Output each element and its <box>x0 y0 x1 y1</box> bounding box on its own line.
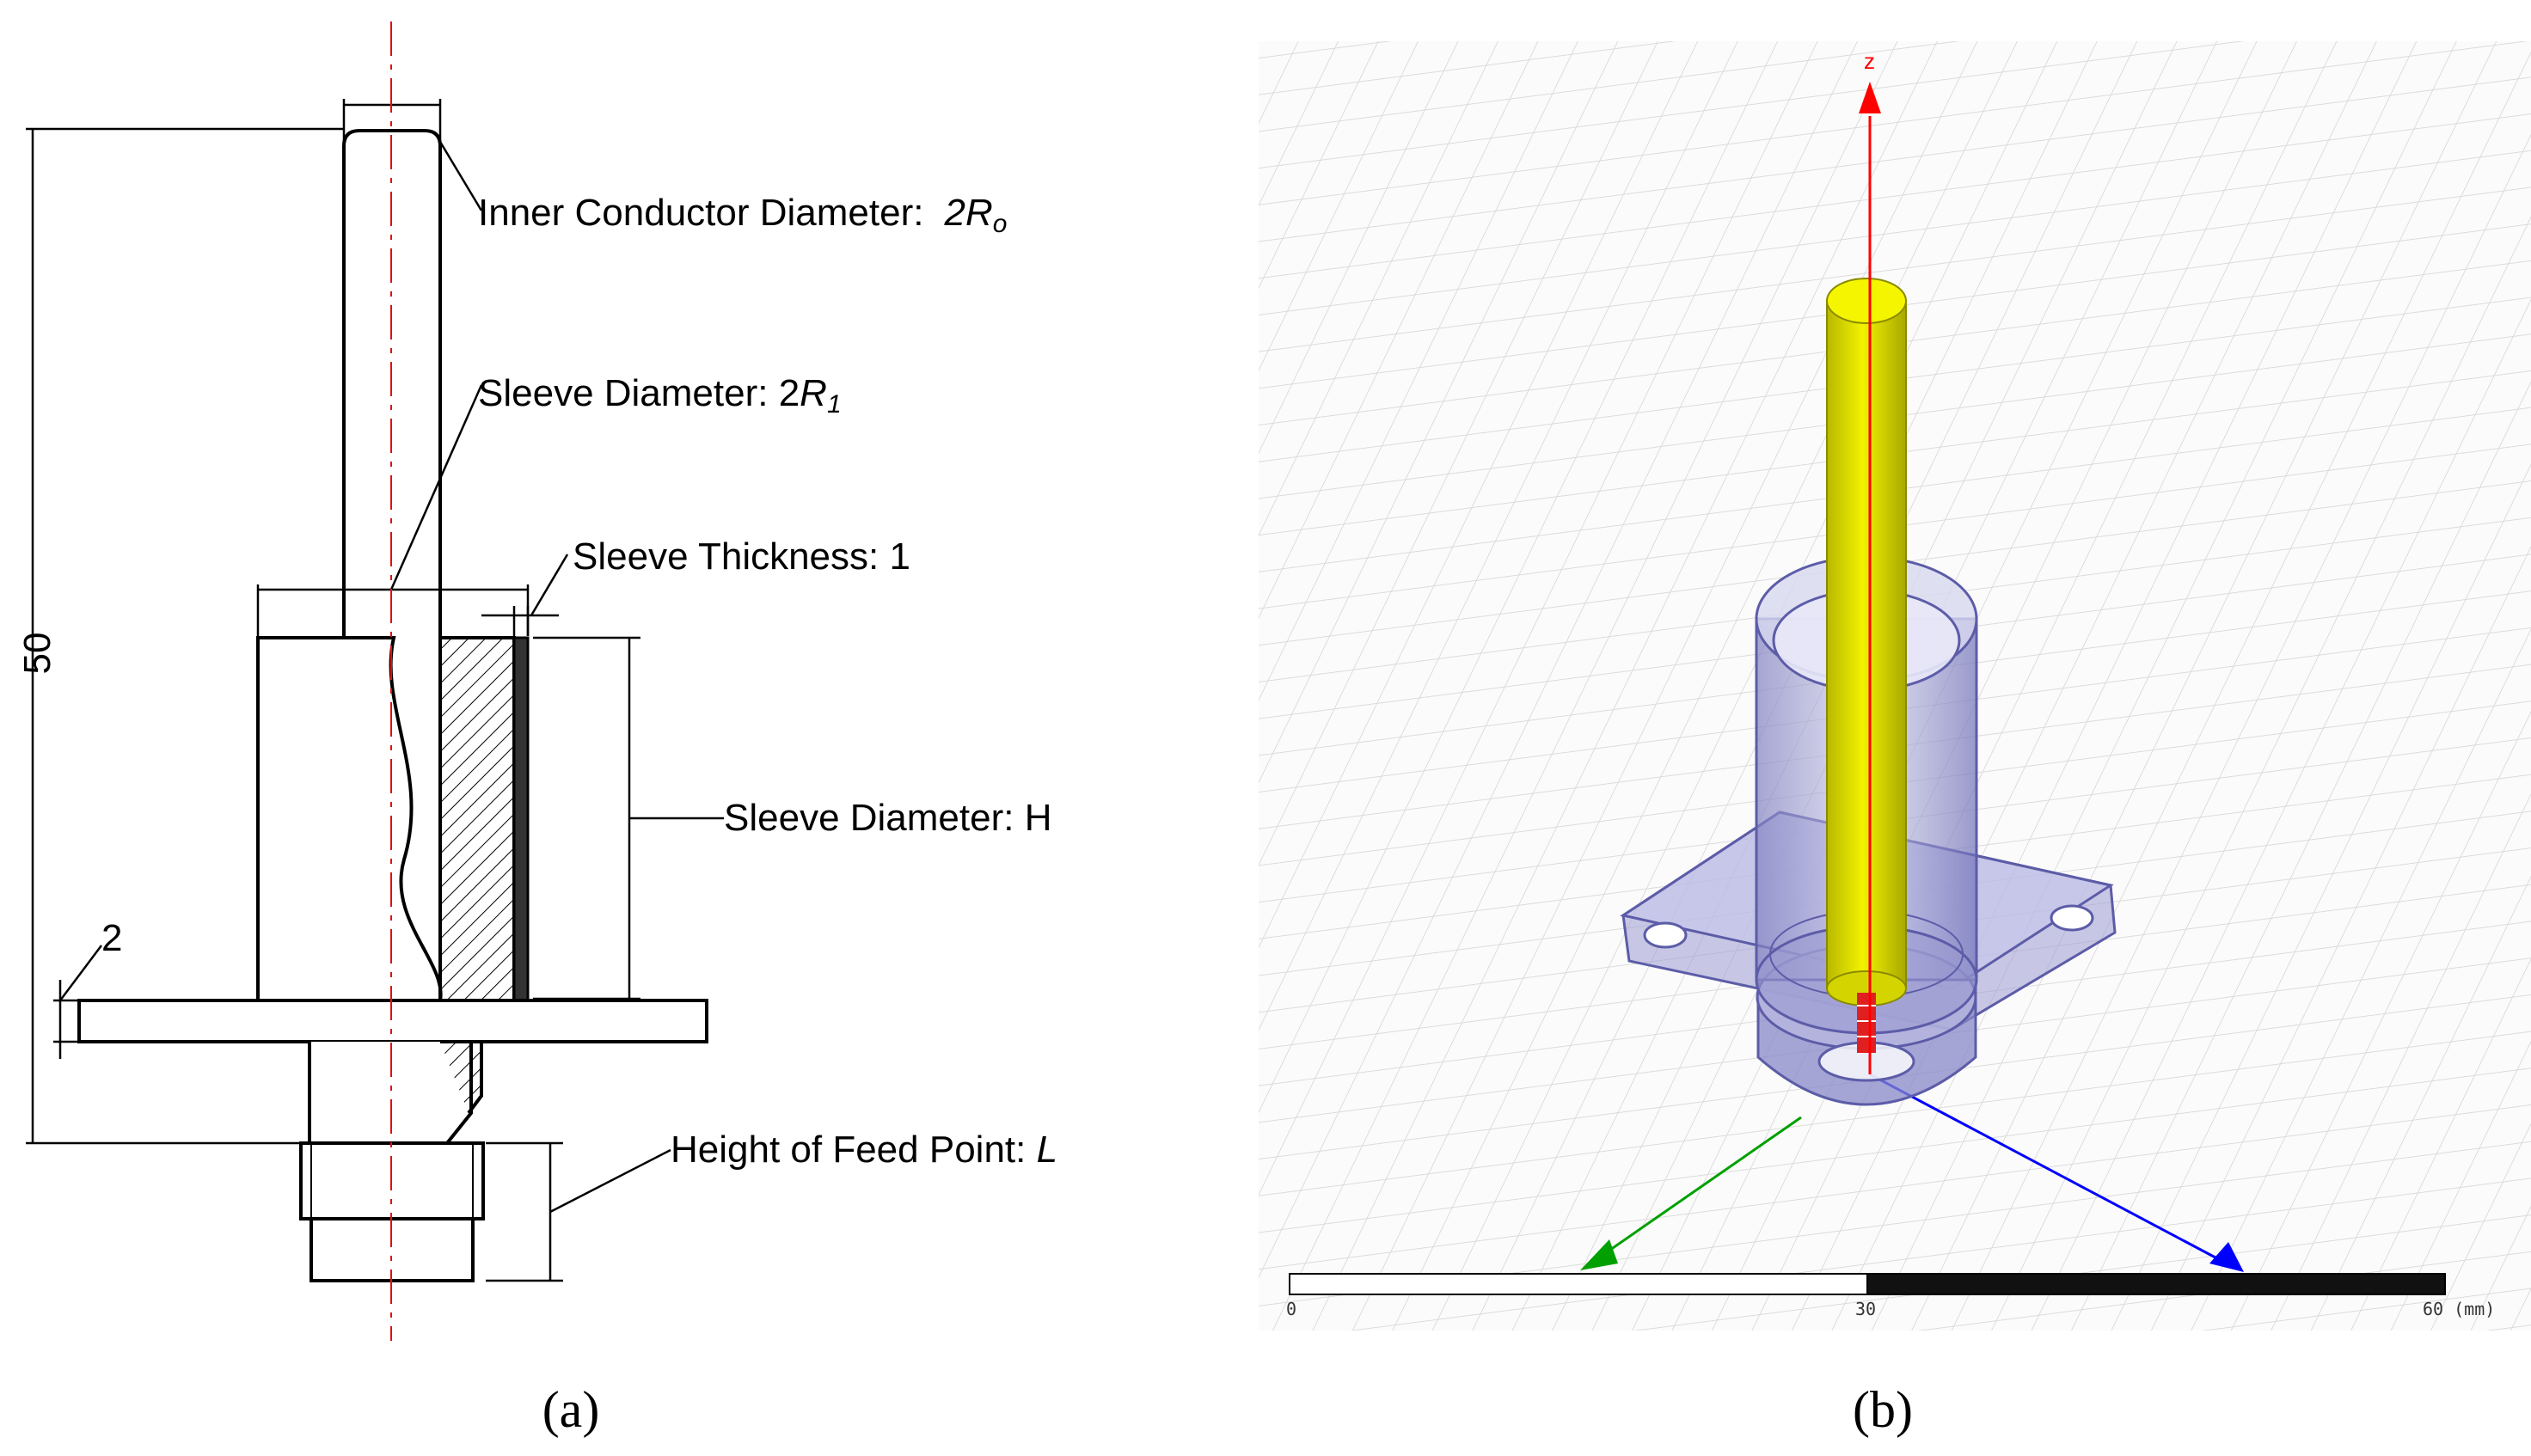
scale-bar: 0 30 60 (mm) <box>1286 1273 2495 1319</box>
scale-tick-0: 0 <box>1286 1299 1296 1319</box>
z-axis-label: z <box>1864 48 1875 74</box>
feed-point-label: Height of Feed Point: L <box>671 1129 1057 1171</box>
sleeve-height-dimension <box>533 636 724 1000</box>
flange-thickness-dimension <box>53 945 102 1059</box>
inner-conductor-rod <box>1826 278 1907 1006</box>
caption-a: (a) <box>542 1381 600 1438</box>
scale-tick-60: 60 (mm) <box>2423 1299 2495 1319</box>
x-axis-arrow <box>2209 1242 2244 1272</box>
overall-height-label: 50 <box>16 633 58 675</box>
scale-tick-30: 30 <box>1855 1299 1876 1319</box>
feed-port <box>1857 993 1876 1053</box>
inner-conductor-label: Inner Conductor Diameter:2Ro <box>478 192 1007 238</box>
sleeve-thickness-dimension <box>481 554 569 636</box>
flange-thickness-label: 2 <box>101 917 122 959</box>
sleeve-height-label: Sleeve Diameter: H <box>724 797 1051 839</box>
sleeve-thickness-label: Sleeve Thickness: 1 <box>573 535 910 578</box>
panel-b-3d-view: z 0 30 60 (mm) (b) <box>1259 41 2531 1438</box>
inner-diameter-dimension <box>342 99 483 211</box>
panel-a-drawing: 50 <box>16 21 1057 1438</box>
z-axis-arrow <box>1859 82 1881 113</box>
y-axis-arrow <box>1580 1239 1618 1270</box>
sleeve-diameter-label: Sleeve Diameter: 2R1 <box>478 372 842 419</box>
inner-conductor <box>342 129 442 636</box>
sleeve <box>256 636 530 1002</box>
flange <box>77 999 708 1043</box>
feed-point-dimension <box>486 1141 671 1282</box>
y-axis-line <box>1590 1116 1802 1265</box>
caption-b: (b) <box>1853 1381 1913 1438</box>
x-axis-line <box>1869 1073 2228 1265</box>
sleeve-diameter-dimension <box>256 384 530 636</box>
